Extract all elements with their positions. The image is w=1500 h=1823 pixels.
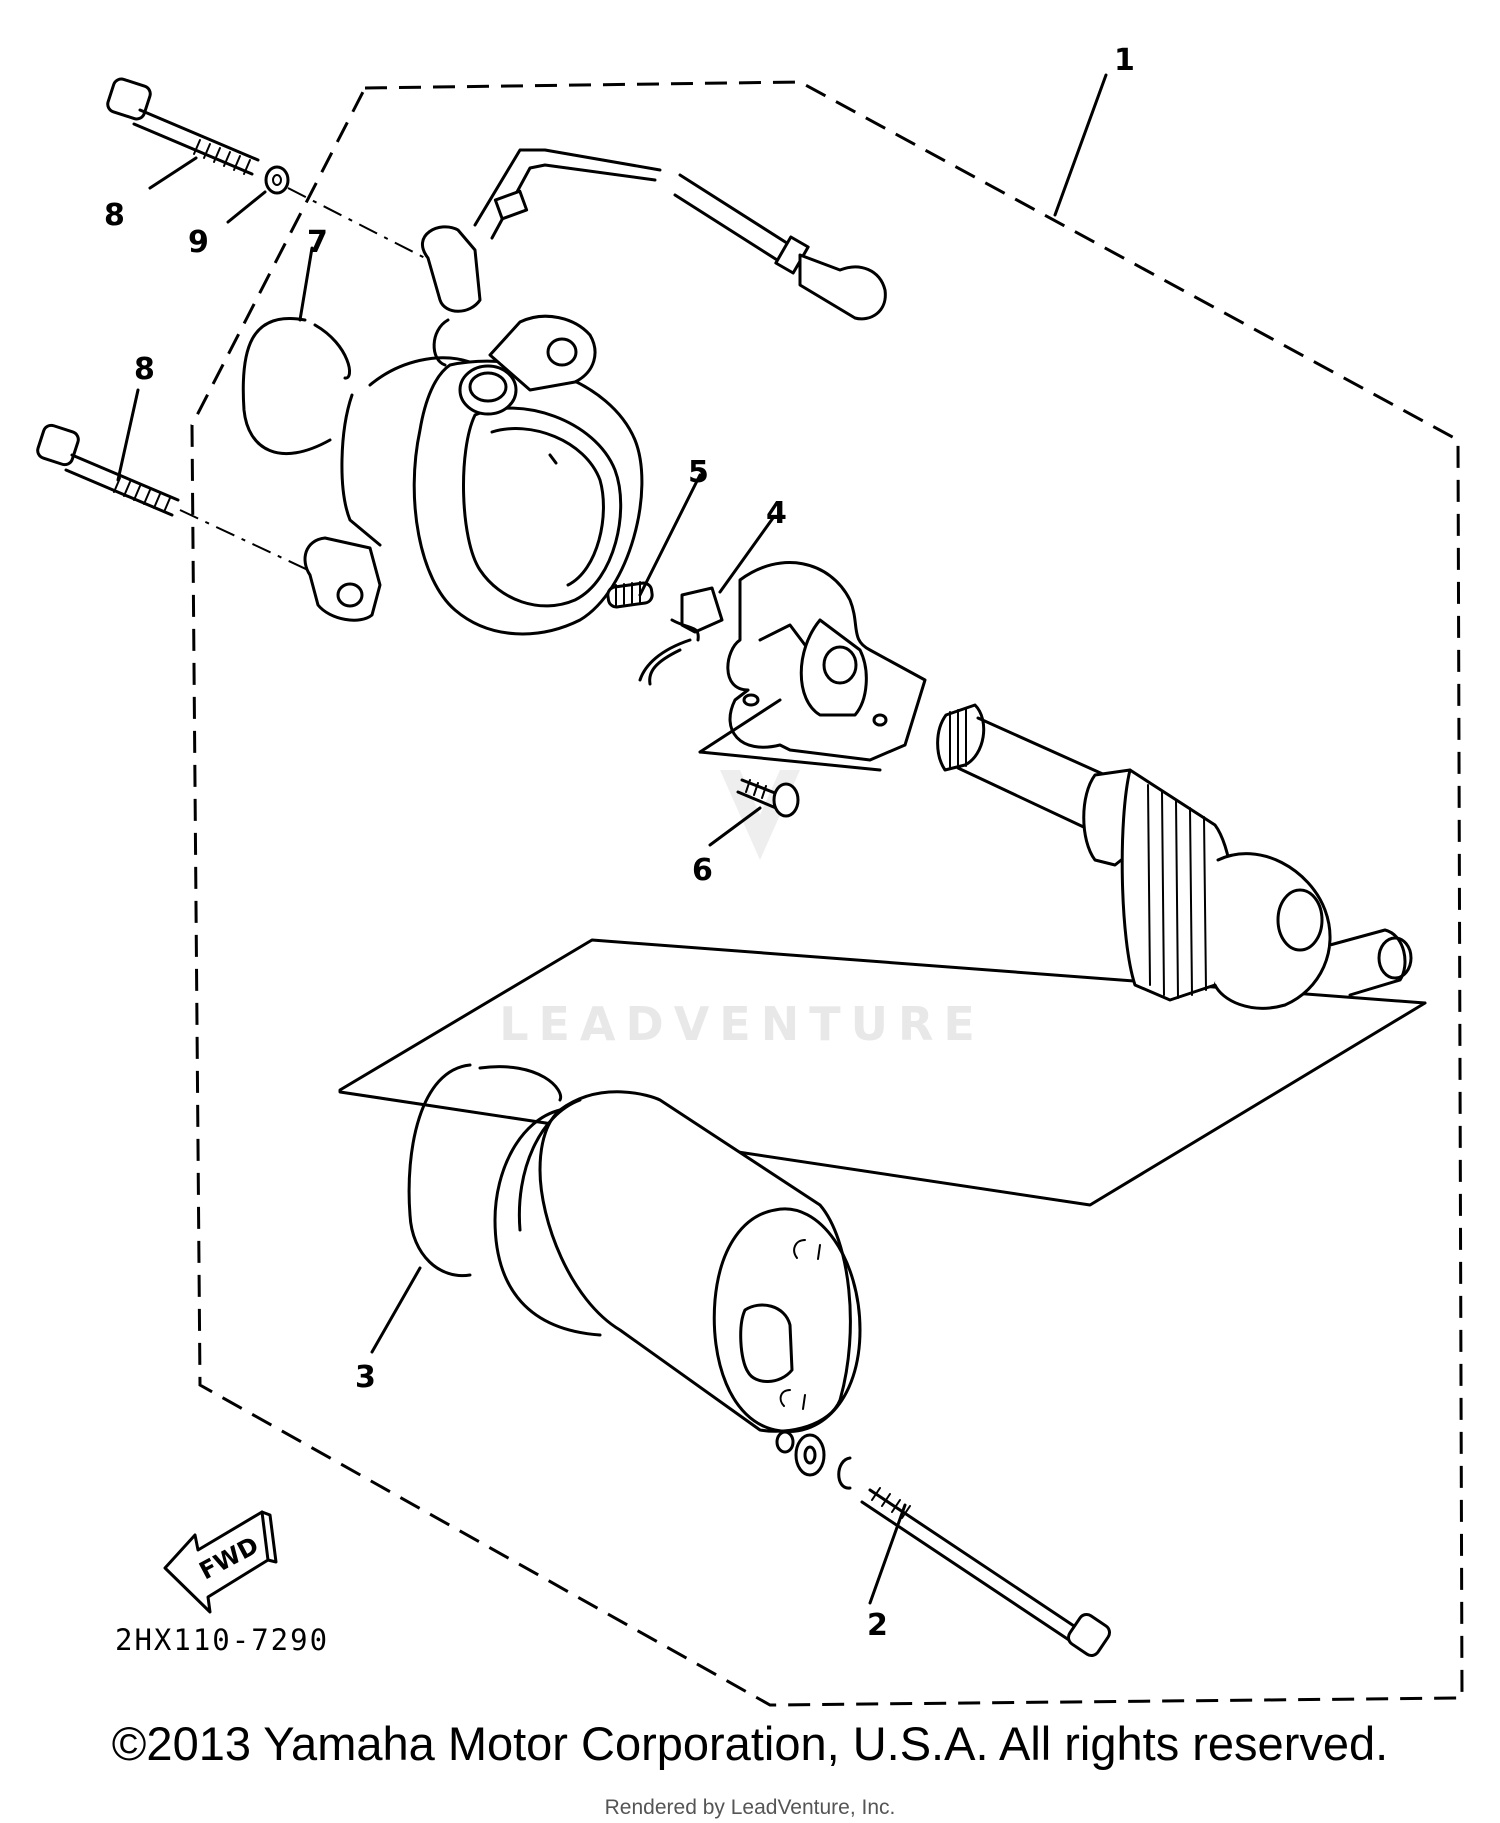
- callout-4: 4: [766, 496, 787, 531]
- callout-9: 9: [188, 225, 209, 260]
- callout-8-top: 8: [104, 198, 125, 233]
- brush-4: [638, 586, 724, 686]
- callout-3: 3: [355, 1360, 376, 1395]
- screw-6: [736, 778, 800, 818]
- bolt-top: [106, 77, 260, 176]
- washer-9: [264, 165, 290, 195]
- armature: [936, 703, 1413, 1010]
- o-ring-7: [241, 317, 352, 456]
- callout-numbers: 1 2 3 4 5 6 7 8 8 9: [104, 43, 1135, 1643]
- callout-7: 7: [307, 225, 328, 260]
- alignment-line-bolt: [287, 187, 426, 259]
- yoke: [493, 1090, 862, 1433]
- callout-5: 5: [688, 455, 709, 490]
- spring-5: [606, 581, 654, 609]
- watermark-text: LEADVENTURE: [499, 997, 985, 1051]
- rendered-by-credit: Rendered by LeadVenture, Inc.: [604, 1796, 896, 1819]
- alignment-line-rear: [338, 938, 1427, 1207]
- fwd-arrow-icon: FWD: [163, 1510, 278, 1614]
- diagram-code: 2HX110-7290: [115, 1623, 329, 1657]
- o-ring-3: [407, 1063, 563, 1278]
- brush-holder: [698, 561, 927, 772]
- bolt-2: [860, 1487, 1111, 1657]
- washers-bolt-2: [775, 1430, 852, 1490]
- bolt-left: [36, 423, 180, 517]
- callout-1: 1: [1114, 43, 1135, 78]
- assembly-boundary: [190, 80, 1464, 1707]
- lead-wire: [420, 148, 887, 321]
- callout-6: 6: [692, 853, 713, 888]
- leader-lines: [116, 73, 1108, 1605]
- copyright-notice: ©2013 Yamaha Motor Corporation, U.S.A. A…: [111, 1717, 1389, 1770]
- callout-2: 2: [867, 1608, 888, 1643]
- callout-8-left: 8: [134, 352, 155, 387]
- front-housing: [303, 314, 644, 636]
